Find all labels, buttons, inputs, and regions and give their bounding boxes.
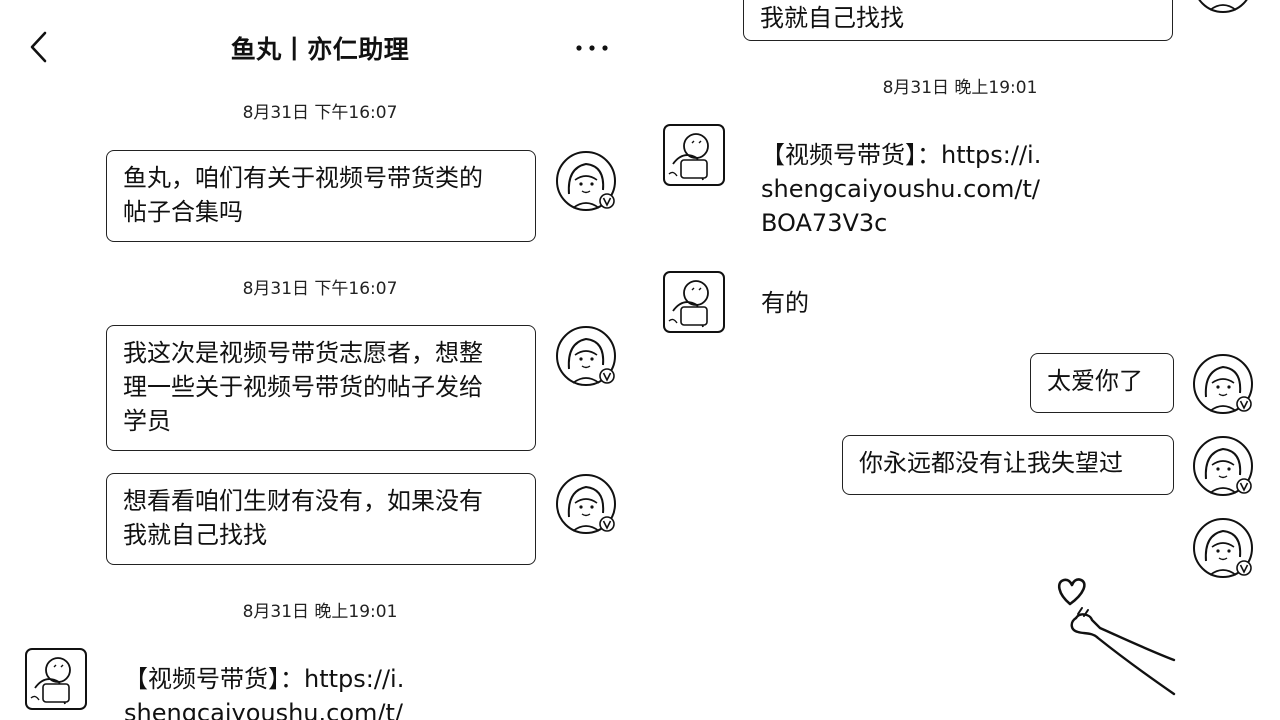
- girl-avatar-icon: [556, 151, 616, 211]
- avatar-self[interactable]: [555, 473, 617, 535]
- avatar-self[interactable]: [1192, 0, 1254, 14]
- heart-hand-sticker-icon: [1057, 578, 1176, 696]
- message-line: BOA73V3c: [761, 209, 888, 237]
- girl-avatar-icon: [556, 474, 616, 534]
- more-options-button[interactable]: [574, 32, 610, 62]
- girl-avatar-icon: [1193, 436, 1253, 496]
- avatar-assistant[interactable]: [663, 124, 725, 186]
- page-title: 鱼丸丨亦仁助理: [230, 35, 410, 64]
- heart-hand-sticker[interactable]: [1048, 572, 1176, 698]
- assistant-avatar-icon: [25, 648, 87, 710]
- message-timestamp: 8月31日 晚上19:01: [242, 602, 398, 622]
- message-bubble-self[interactable]: 太爱你了: [1030, 353, 1174, 413]
- back-button[interactable]: [26, 30, 52, 64]
- message-bubble-self[interactable]: 我就自己找找: [743, 0, 1173, 41]
- message-timestamp: 8月31日 下午16:07: [242, 103, 398, 123]
- message-line: 想看看咱们生财有没有，如果没有: [123, 487, 483, 515]
- avatar-self[interactable]: [1192, 517, 1254, 579]
- avatar-self[interactable]: [555, 325, 617, 387]
- assistant-avatar-icon: [663, 271, 725, 333]
- chat-panel-left: 鱼丸丨亦仁助理 8月31日 下午16:07 鱼丸，咱们有关于视频号带货类的 帖子…: [25, 30, 617, 720]
- chevron-left-icon: [30, 31, 47, 63]
- message-line: 我这次是视频号带货志愿者，想整: [123, 339, 483, 367]
- avatar-assistant[interactable]: [663, 271, 725, 333]
- avatar-self[interactable]: [1192, 435, 1254, 497]
- message-timestamp: 8月31日 晚上19:01: [882, 78, 1038, 98]
- message-line: 你永远都没有让我失望过: [859, 449, 1123, 477]
- message-bubble-self[interactable]: 我这次是视频号带货志愿者，想整 理一些关于视频号带货的帖子发给 学员: [106, 325, 536, 451]
- girl-avatar-icon: [1193, 518, 1253, 578]
- girl-avatar-icon: [1198, 0, 1248, 13]
- avatar-self[interactable]: [1192, 353, 1254, 415]
- message-line: 【视频号带货】：https://i.: [124, 665, 405, 693]
- message-line: 我就自己找找: [760, 4, 904, 32]
- message-line: 【视频号带货】：https://i.: [761, 141, 1042, 169]
- message-line: shengcaiyoushu.com/t/: [124, 699, 403, 720]
- avatar-assistant[interactable]: [25, 648, 87, 710]
- message-line: 帖子合集吗: [123, 198, 243, 226]
- message-line: 有的: [761, 289, 809, 317]
- message-timestamp: 8月31日 下午16:07: [242, 279, 398, 299]
- message-text-assistant[interactable]: 【视频号带货】：https://i. shengcaiyoushu.com/t/: [124, 662, 544, 720]
- chat-panel-right: 我就自己找找 8月31日 晚上19:01 【视频号带货】：https://i. …: [640, 0, 1280, 720]
- more-horizontal-icon: [576, 45, 608, 51]
- message-bubble-self[interactable]: 鱼丸，咱们有关于视频号带货类的 帖子合集吗: [106, 150, 536, 242]
- girl-avatar-icon: [556, 326, 616, 386]
- message-bubble-self[interactable]: 想看看咱们生财有没有，如果没有 我就自己找找: [106, 473, 536, 565]
- girl-avatar-icon: [1193, 354, 1253, 414]
- message-line: 太爱你了: [1047, 367, 1143, 395]
- avatar-self[interactable]: [555, 150, 617, 212]
- message-line: 鱼丸，咱们有关于视频号带货类的: [123, 164, 483, 192]
- message-text-assistant[interactable]: 【视频号带货】：https://i. shengcaiyoushu.com/t/…: [761, 138, 1181, 240]
- message-line: 理一些关于视频号带货的帖子发给: [123, 373, 483, 401]
- message-bubble-self[interactable]: 你永远都没有让我失望过: [842, 435, 1174, 495]
- message-line: shengcaiyoushu.com/t/: [761, 175, 1040, 203]
- message-line: 学员: [123, 407, 171, 435]
- message-text-assistant[interactable]: 有的: [761, 286, 961, 320]
- message-line: 我就自己找找: [123, 521, 267, 549]
- assistant-avatar-icon: [663, 124, 725, 186]
